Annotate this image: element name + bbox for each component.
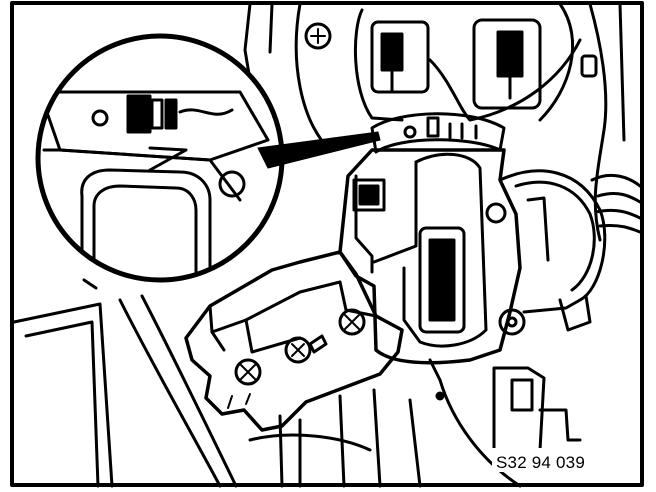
- phillips-screw-icon: [284, 334, 328, 364]
- lock-cylinder-body: [498, 169, 642, 332]
- tab-right: [580, 54, 598, 78]
- mounting-bracket: [184, 250, 404, 432]
- bracket-screw-right: [338, 308, 366, 336]
- connector-left: [370, 20, 430, 94]
- lower-column: [248, 358, 522, 488]
- ignition-switch-housing: [338, 148, 526, 365]
- connector-right: [472, 18, 542, 110]
- steering-column-housing: [243, 2, 626, 242]
- magnified-detail: [40, 90, 270, 278]
- magnified-bolt: [91, 109, 109, 127]
- wiring-plug: [492, 366, 582, 452]
- detail-magnifier-circle: [35, 33, 285, 283]
- retaining-ring: [370, 112, 506, 154]
- bracket-screw-left: [234, 358, 262, 386]
- upper-connectors: [354, 8, 542, 122]
- bolt-head-top: [304, 22, 332, 50]
- plug-window: [510, 378, 534, 412]
- housing-screw-top: [485, 202, 507, 224]
- steering-trim-left: [12, 278, 238, 488]
- magnified-fastener: [218, 170, 246, 198]
- figure-reference-code: S32 94 039: [496, 453, 585, 472]
- figure-border: [10, 1, 644, 487]
- housing-screw-bottom: [498, 308, 526, 336]
- callout-pointer: [257, 131, 381, 169]
- key-slot-frame: [418, 226, 466, 334]
- housing-window: [352, 178, 386, 212]
